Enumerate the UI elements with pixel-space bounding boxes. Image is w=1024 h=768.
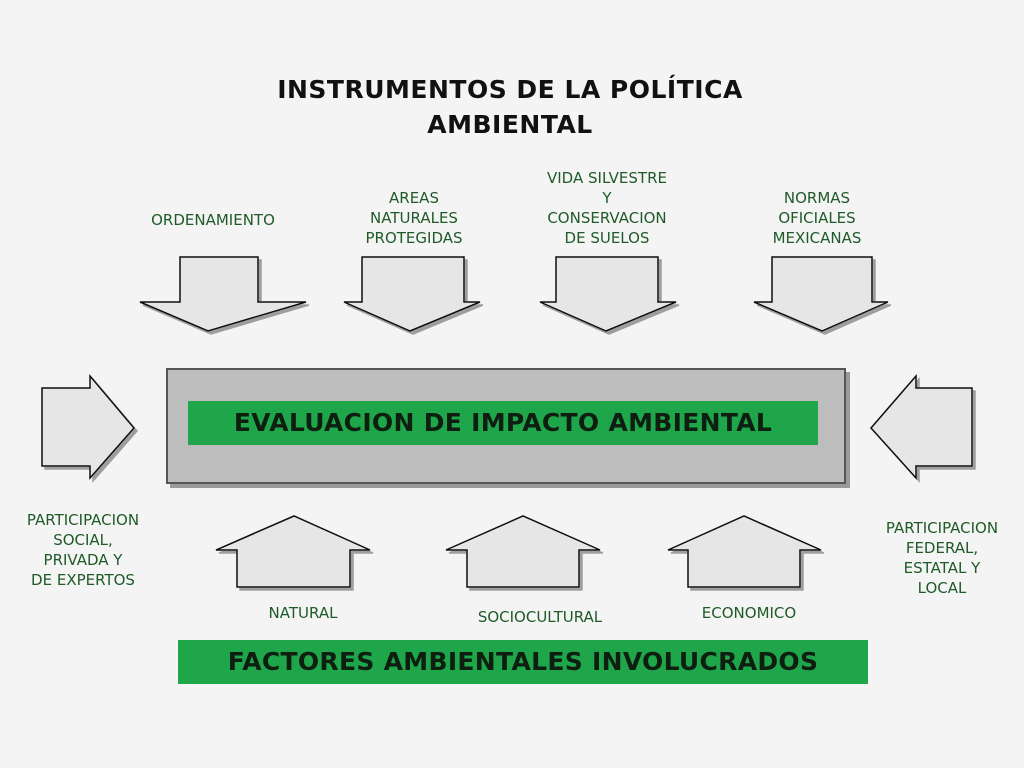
label-areas-naturales: AREAS NATURALES PROTEGIDAS bbox=[365, 189, 463, 247]
down-arrow-ordenamiento bbox=[139, 256, 307, 332]
up-arrow-natural bbox=[215, 515, 371, 588]
label-ordenamiento: ORDENAMIENTO bbox=[151, 211, 275, 229]
title-line-2: AMBIENTAL bbox=[427, 110, 593, 139]
label-economico: ECONOMICO bbox=[701, 604, 797, 622]
eia-banner: EVALUACION DE IMPACTO AMBIENTAL bbox=[188, 401, 818, 445]
label-sociocultural: SOCIOCULTURAL bbox=[477, 608, 603, 626]
page-title: INSTRUMENTOS DE LA POLÍTICA AMBIENTAL bbox=[200, 72, 820, 142]
right-arrow-participacion-social bbox=[41, 373, 135, 480]
up-arrow-economico bbox=[667, 515, 822, 588]
label-participacion-social: PARTICIPACION SOCIAL, PRIVADA Y DE EXPER… bbox=[26, 511, 140, 589]
title-line-1: INSTRUMENTOS DE LA POLÍTICA bbox=[277, 75, 743, 104]
down-arrow-areas bbox=[343, 256, 481, 332]
up-arrow-sociocultural bbox=[445, 515, 601, 588]
down-arrow-normas bbox=[753, 256, 889, 332]
factores-banner: FACTORES AMBIENTALES INVOLUCRADOS bbox=[178, 640, 868, 684]
label-participacion-federal: PARTICIPACION FEDERAL, ESTATAL Y LOCAL bbox=[885, 519, 999, 597]
left-arrow-participacion-federal bbox=[869, 373, 973, 480]
down-arrow-vida bbox=[539, 256, 677, 332]
label-normas-oficiales: NORMAS OFICIALES MEXICANAS bbox=[772, 189, 862, 247]
label-vida-silvestre: VIDA SILVESTRE Y CONSERVACION DE SUELOS bbox=[547, 169, 667, 247]
label-natural: NATURAL bbox=[268, 604, 338, 622]
